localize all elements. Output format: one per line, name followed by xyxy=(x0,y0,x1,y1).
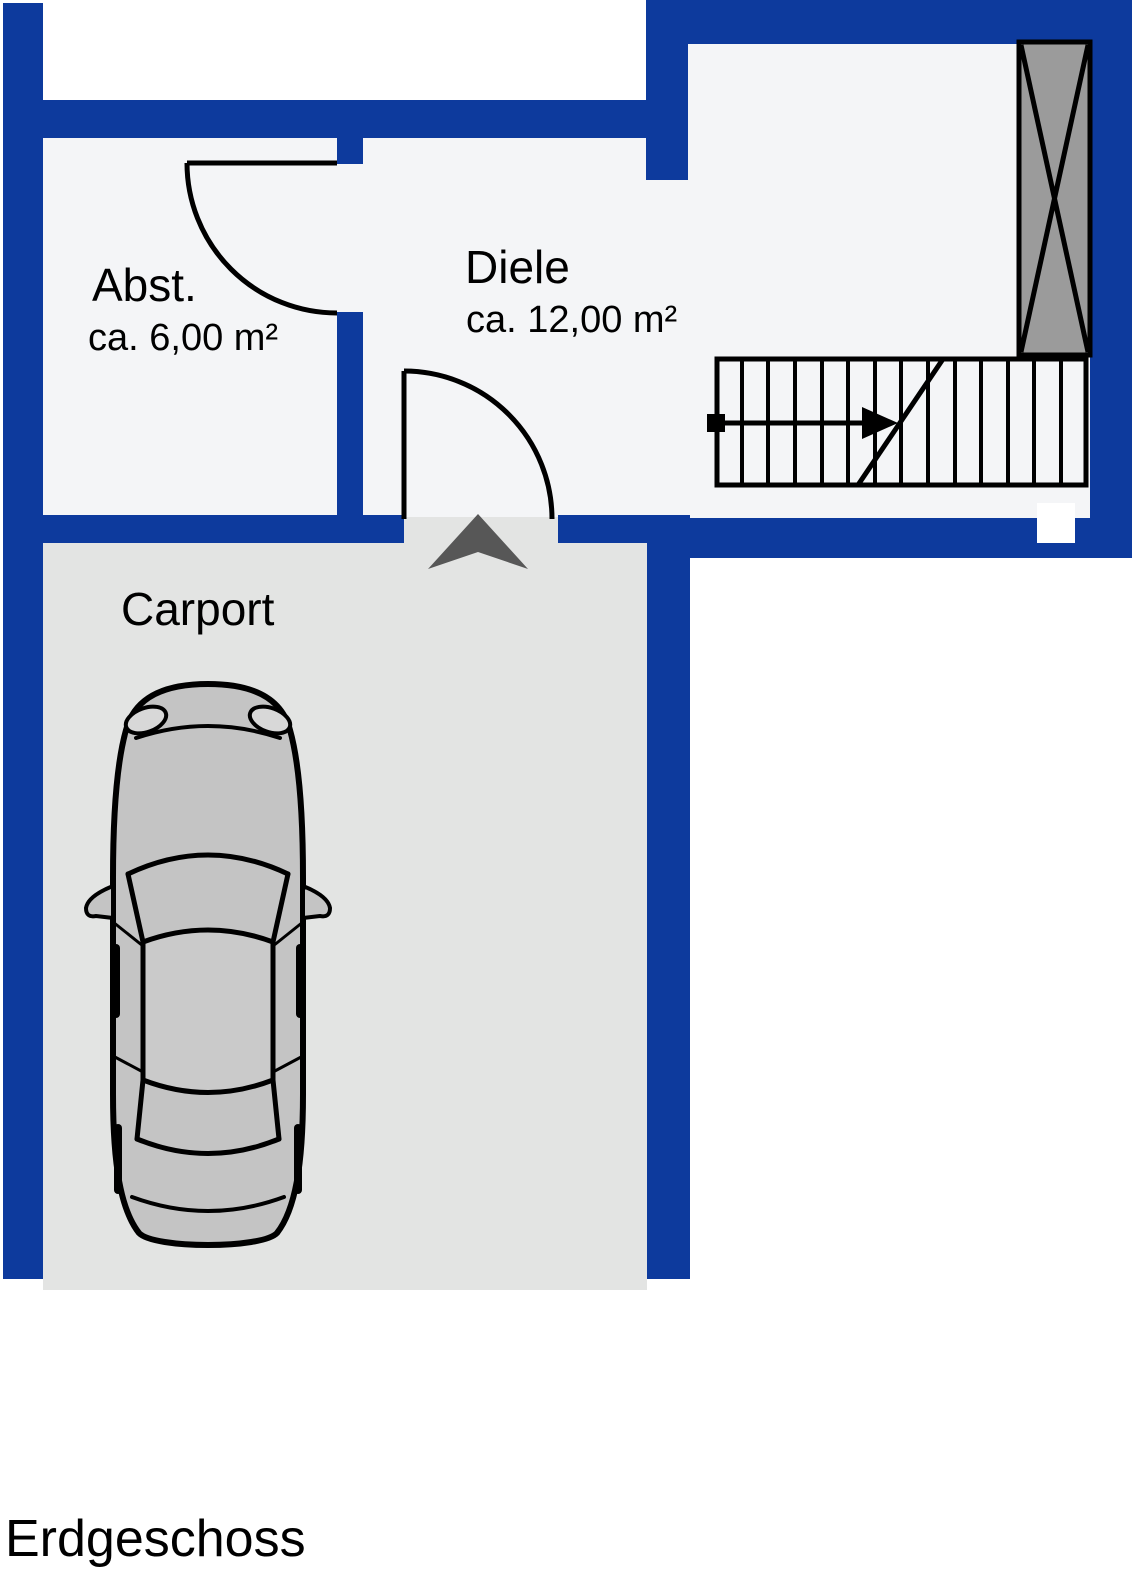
car-door-seams xyxy=(111,920,305,1074)
room-area-diele: ca. 12,00 m² xyxy=(466,299,678,341)
room-label-diele: Diele xyxy=(465,241,570,293)
wall-abst-bottom-right xyxy=(558,515,690,543)
car-headlight-left xyxy=(123,704,169,736)
entrance-arrow-icon xyxy=(428,514,528,569)
door-entrance xyxy=(401,368,555,520)
wall-divider-lower xyxy=(337,312,363,517)
floor-door-gap xyxy=(337,164,363,312)
wall-abst-top xyxy=(3,100,688,138)
wall-exterior-left xyxy=(3,3,43,1279)
wall-connector xyxy=(646,0,688,180)
wall-divider-stub xyxy=(337,138,363,164)
room-label-carport: Carport xyxy=(121,583,275,635)
stair-break-line xyxy=(855,357,946,487)
floor-diele-left xyxy=(363,138,646,517)
page-title: Erdgeschoss xyxy=(5,1510,306,1568)
car-mirror-right xyxy=(301,884,332,920)
door-abst xyxy=(184,160,338,316)
wall-diele-top xyxy=(646,0,1132,44)
staircase-symbol xyxy=(707,356,1089,488)
car-roof xyxy=(140,927,276,1095)
room-area-abst: ca. 6,00 m² xyxy=(88,317,279,359)
car-headlight-right xyxy=(247,704,293,736)
car-top-view-icon xyxy=(84,681,332,1248)
stair-direction-arrow-icon xyxy=(707,407,898,439)
wall-abst-bottom-left xyxy=(3,515,404,543)
room-label-abst: Abst. xyxy=(92,259,197,311)
floor-diele-mid xyxy=(646,180,688,517)
wall-notch-opening xyxy=(1037,503,1075,543)
wall-exterior-right xyxy=(1090,0,1132,558)
shaft-symbol xyxy=(1016,39,1093,358)
wall-carport-right xyxy=(647,515,690,1279)
car-mirror-left xyxy=(84,884,115,920)
car-wheels xyxy=(112,944,304,1194)
